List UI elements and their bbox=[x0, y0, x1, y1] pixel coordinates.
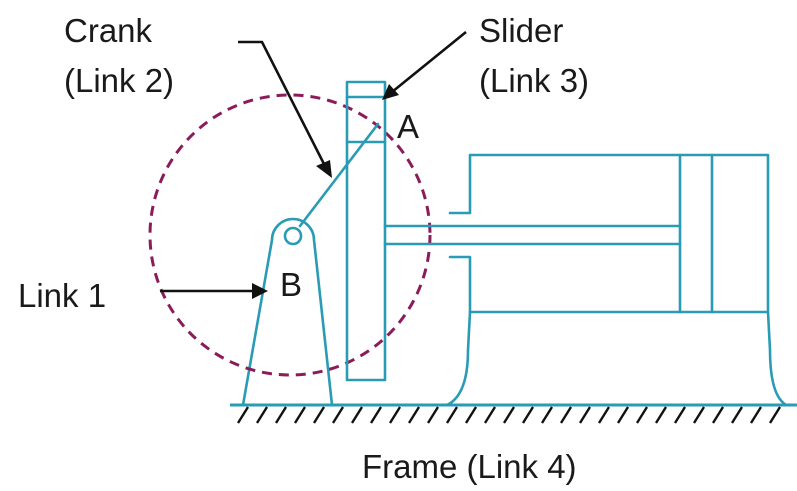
frame-ground bbox=[230, 403, 797, 424]
slider-pointer-arrow bbox=[382, 30, 467, 100]
slider-body bbox=[345, 80, 387, 382]
hatch-mark bbox=[407, 406, 421, 424]
hatch-mark bbox=[654, 406, 668, 424]
hatch-mark bbox=[236, 406, 250, 424]
hatch-mark bbox=[483, 406, 497, 424]
hatch-mark bbox=[616, 406, 630, 424]
hatch-mark bbox=[350, 406, 364, 424]
hatch-mark bbox=[293, 406, 307, 424]
hatch-mark bbox=[521, 406, 535, 424]
hatch-mark bbox=[331, 406, 345, 424]
ground-hatching bbox=[236, 406, 782, 424]
link1-pointer-arrow bbox=[160, 283, 268, 299]
hatch-mark bbox=[464, 406, 478, 424]
hatch-mark bbox=[768, 406, 782, 424]
point-b-label: B bbox=[280, 266, 302, 303]
cylinder bbox=[445, 153, 788, 407]
hatch-mark bbox=[312, 406, 326, 424]
hatch-mark bbox=[578, 406, 592, 424]
hatch-mark bbox=[426, 406, 440, 424]
hatch-mark bbox=[635, 406, 649, 424]
link1-label: Link 1 bbox=[18, 277, 106, 314]
hatch-mark bbox=[445, 406, 459, 424]
hatch-mark bbox=[540, 406, 554, 424]
crank-label-line2: (Link 2) bbox=[64, 62, 174, 99]
crank-label-line1: Crank bbox=[64, 12, 153, 49]
frame-label: Frame (Link 4) bbox=[362, 448, 577, 485]
slider-link3 bbox=[345, 80, 387, 382]
hatch-mark bbox=[388, 406, 402, 424]
slider-label-line2: (Link 3) bbox=[479, 62, 589, 99]
slider-label-line1: Slider bbox=[479, 12, 563, 49]
hatch-mark bbox=[673, 406, 687, 424]
hatch-mark bbox=[502, 406, 516, 424]
link1-pedestal bbox=[241, 217, 334, 407]
hatch-mark bbox=[369, 406, 383, 424]
hatch-mark bbox=[749, 406, 763, 424]
hatch-mark bbox=[255, 406, 269, 424]
crank-path-circle bbox=[148, 93, 432, 377]
hatch-mark bbox=[730, 406, 744, 424]
hatch-mark bbox=[274, 406, 288, 424]
piston-rod bbox=[383, 224, 682, 246]
cylinder-base bbox=[445, 310, 788, 407]
hatch-mark bbox=[559, 406, 573, 424]
hatch-mark bbox=[692, 406, 706, 424]
point-a-label: A bbox=[397, 108, 419, 145]
pivot-b bbox=[283, 226, 303, 246]
hatch-mark bbox=[711, 406, 725, 424]
hatch-mark bbox=[597, 406, 611, 424]
crank-pointer-arrow bbox=[238, 40, 332, 178]
